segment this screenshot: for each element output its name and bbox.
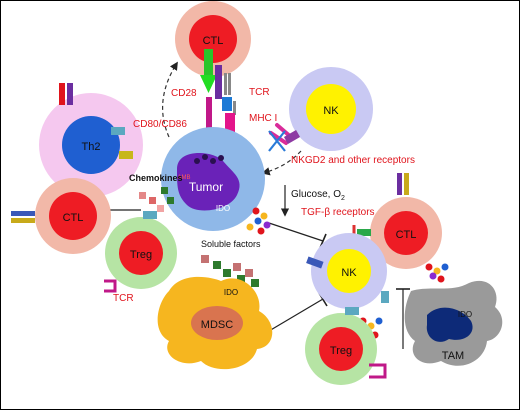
label-cd80: CD80/CD86 — [133, 119, 187, 130]
label-soluble: Soluble factors — [201, 239, 261, 249]
chemokine-squares — [139, 187, 174, 212]
tumor-small-label: AMB — [177, 175, 190, 181]
ctl-right-cell: CTL — [352, 173, 442, 269]
label-tcr-left: TCR — [113, 293, 134, 304]
treg-bottom-label: Treg — [330, 345, 352, 357]
tam-cell: TAM IDO — [404, 280, 503, 366]
mdsc-granules — [201, 255, 259, 287]
label-tgf: TGF-β receptors — [301, 207, 375, 218]
treg-left-cell: Treg — [104, 211, 177, 293]
inhibition-line-soluble-to-nk — [268, 222, 324, 242]
nk-top-cell: NK — [289, 67, 373, 151]
nk-top-label: NK — [323, 105, 339, 117]
tumor-cell: Tumor IDO AMB — [161, 127, 265, 231]
tam-label: TAM — [442, 350, 464, 362]
ctl-left-label: CTL — [63, 212, 84, 224]
label-glucose: Glucose, O2 — [291, 189, 345, 202]
arrow-tumor-to-ctl-top — [162, 61, 178, 138]
label-mhc: MHC I — [249, 113, 277, 124]
nk-middle-label: NK — [341, 267, 357, 279]
label-tcr-top: TCR — [249, 87, 270, 98]
nkgd2-receptor-blocked — [268, 123, 301, 152]
soluble-factor-dots — [246, 207, 271, 235]
ctl-right-label: CTL — [396, 229, 417, 241]
label-nkgd2: NKGD2 and other receptors — [291, 155, 415, 166]
mdsc-label: MDSC — [201, 319, 233, 331]
tam-dots — [425, 263, 449, 283]
treg-bottom-cell: Treg — [305, 307, 387, 385]
arrow-nk-to-tumor — [261, 150, 302, 176]
nk-middle-cell: NK — [306, 233, 389, 309]
th2-label: Th2 — [82, 141, 101, 153]
mdsc-ido: IDO — [224, 288, 238, 297]
label-chemokines: Chemokines — [129, 173, 183, 183]
tumor-ido: IDO — [216, 204, 230, 213]
tam-ido: IDO — [458, 310, 472, 319]
mdsc-cell: MDSC IDO — [157, 276, 273, 370]
treg-left-label: Treg — [130, 249, 152, 261]
tumor-label: Tumor — [189, 180, 223, 194]
th2-cell: Th2 — [39, 83, 143, 197]
ctl-top-label: CTL — [203, 35, 224, 47]
label-cd28: CD28 — [171, 88, 197, 99]
ctl-left-cell: CTL — [11, 178, 111, 254]
ctl-top-cell: CTL — [175, 1, 251, 77]
inhibition-line-mdsc-to-nk — [268, 298, 324, 332]
